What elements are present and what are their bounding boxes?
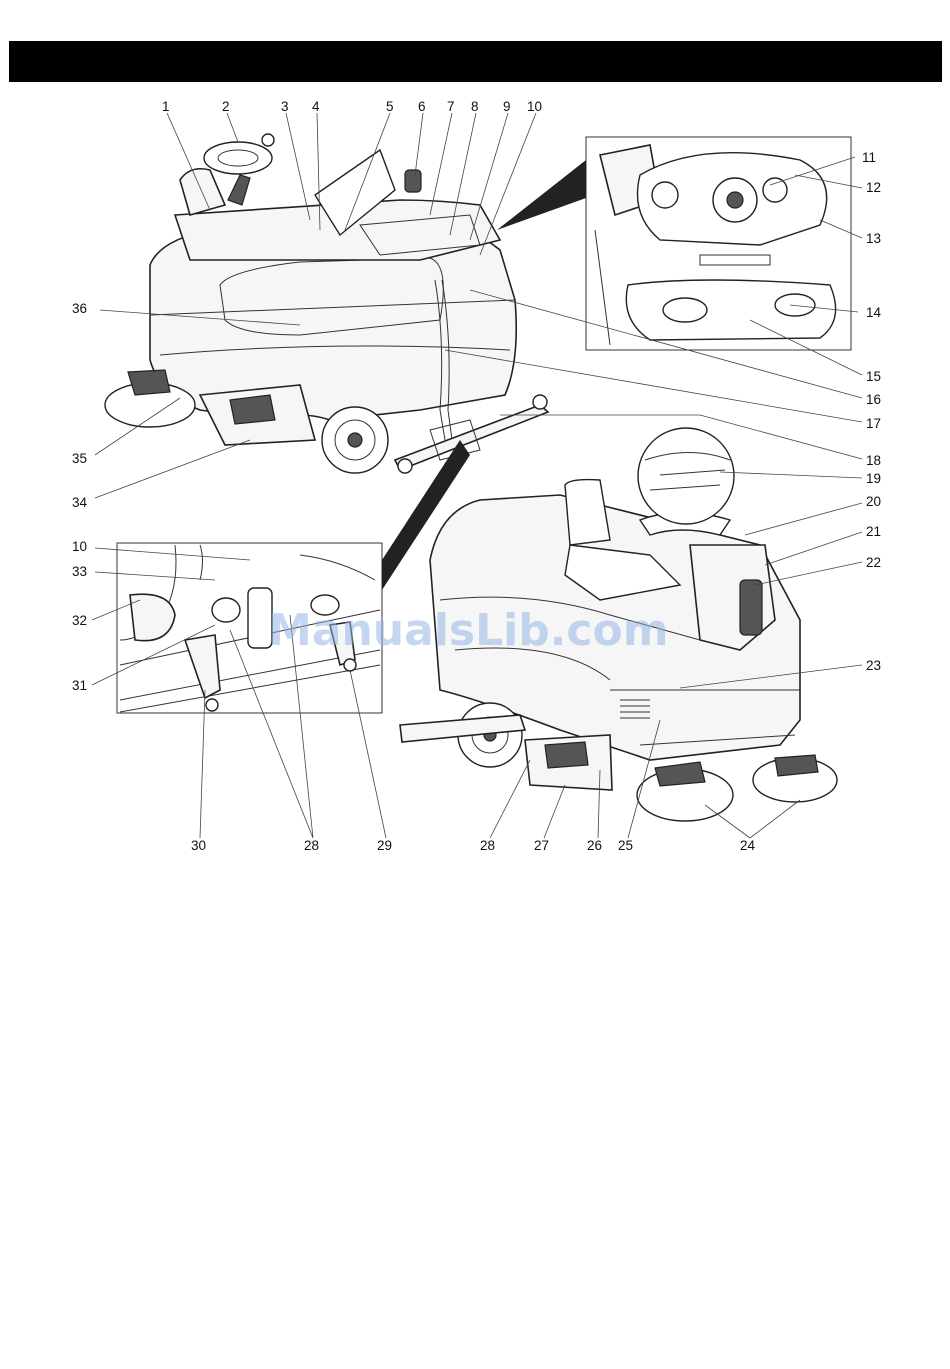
callout-24: 24 [740,839,755,853]
callout-19: 19 [866,472,881,486]
callout-27: 27 [534,839,549,853]
callout-28b: 28 [304,839,319,853]
callout-28: 28 [480,839,495,853]
callout-33: 33 [72,565,87,579]
callout-16: 16 [866,393,881,407]
callout-6: 6 [418,100,426,114]
callout-30: 30 [191,839,206,853]
callout-13: 13 [866,232,881,246]
machine-top-view [105,134,548,473]
callout-15: 15 [866,370,881,384]
callout-17: 17 [866,417,881,431]
callout-22: 22 [866,556,881,570]
callout-20: 20 [866,495,881,509]
callout-4: 4 [312,100,320,114]
machine-illustration [0,0,950,900]
callout-26: 26 [587,839,602,853]
callout-31: 31 [72,679,87,693]
callout-11: 11 [862,151,876,165]
callout-8: 8 [471,100,479,114]
callout-36: 36 [72,302,87,316]
callout-3: 3 [281,100,289,114]
callout-14: 14 [866,306,881,320]
callout-32: 32 [72,614,87,628]
callout-10: 10 [527,100,542,114]
callout-9: 9 [503,100,511,114]
callout-7: 7 [447,100,455,114]
watermark-text: ManualsLib.com [268,605,669,656]
callout-23: 23 [866,659,881,673]
callout-10b: 10 [72,540,87,554]
callout-21: 21 [866,525,881,539]
callout-12: 12 [866,181,881,195]
callout-34: 34 [72,496,87,510]
callout-29: 29 [377,839,392,853]
callout-25: 25 [618,839,633,853]
callout-2: 2 [222,100,230,114]
callout-5: 5 [386,100,394,114]
callout-1: 1 [162,100,170,114]
callout-35: 35 [72,452,87,466]
callout-18: 18 [866,454,881,468]
